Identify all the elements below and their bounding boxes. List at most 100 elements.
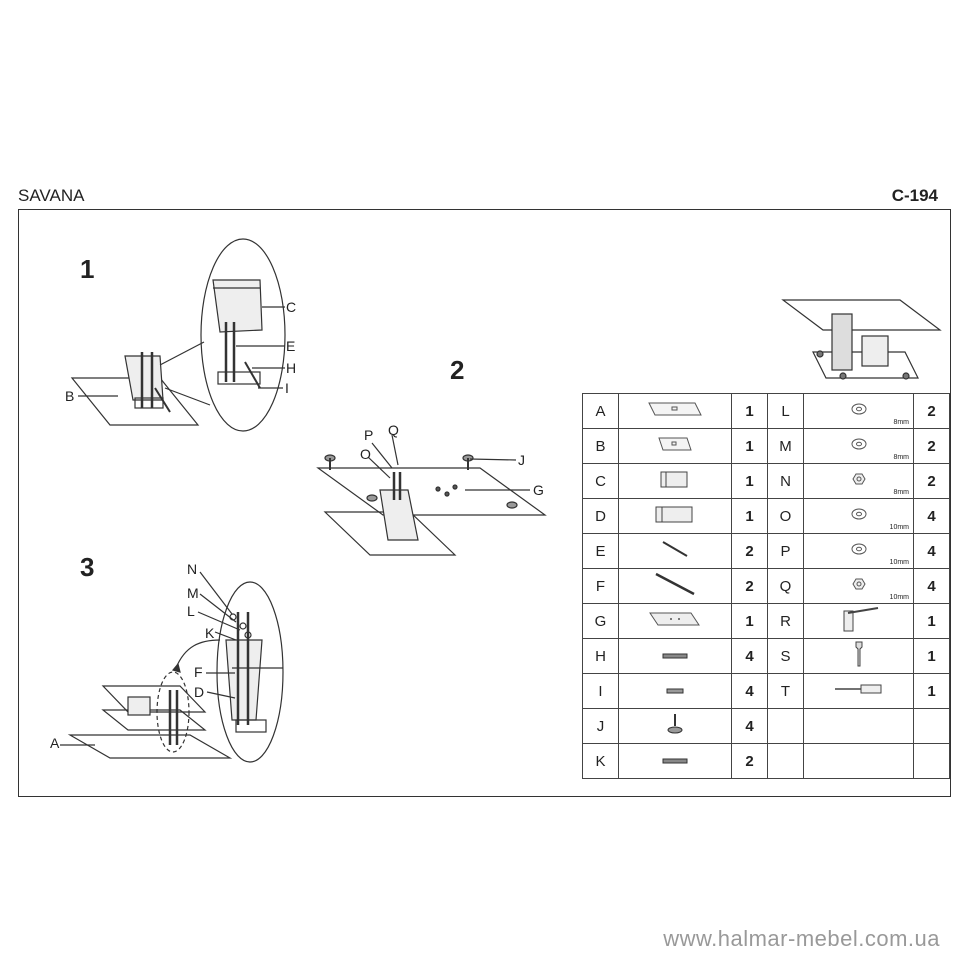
part-quantity: 4 xyxy=(731,673,768,709)
screwdriver-icon xyxy=(831,683,887,700)
part-image: 8mm xyxy=(803,393,914,429)
part-quantity: 4 xyxy=(913,498,950,534)
part-size: 10mm xyxy=(889,524,909,531)
callout-a: A xyxy=(50,735,60,751)
step2-illustration xyxy=(316,434,547,556)
part-letter: N xyxy=(767,463,804,499)
callout-f: F xyxy=(194,664,203,680)
washer-icon xyxy=(849,508,869,525)
part-image xyxy=(618,673,732,709)
part-quantity: 1 xyxy=(913,603,950,639)
part-letter: I xyxy=(582,673,619,709)
part-quantity: 2 xyxy=(913,428,950,464)
foot-icon xyxy=(664,714,686,740)
finished-table-illustration xyxy=(781,299,942,380)
part-letter: Q xyxy=(767,568,804,604)
callout-q: Q xyxy=(388,422,399,438)
part-quantity: 4 xyxy=(731,708,768,744)
part-letter: T xyxy=(767,673,804,709)
part-quantity: 2 xyxy=(731,743,768,779)
part-image: 10mm xyxy=(803,533,914,569)
part-image: 8mm xyxy=(803,463,914,499)
part-quantity: 2 xyxy=(913,393,950,429)
part-letter: O xyxy=(767,498,804,534)
part-image xyxy=(618,568,732,604)
rod-icon xyxy=(655,541,695,563)
part-letter: B xyxy=(582,428,619,464)
part-letter: A xyxy=(582,393,619,429)
part-image xyxy=(618,533,732,569)
part-size: 8mm xyxy=(893,489,909,496)
washer-icon xyxy=(849,543,869,560)
part-letter: K xyxy=(582,743,619,779)
callout-i: I xyxy=(285,380,289,396)
glass-top-icon xyxy=(647,612,703,632)
callout-c: C xyxy=(286,299,297,315)
part-quantity: 2 xyxy=(913,463,950,499)
empty-cell xyxy=(767,743,804,779)
part-letter: M xyxy=(767,428,804,464)
part-image xyxy=(618,708,732,744)
part-image xyxy=(618,393,732,429)
step1-illustration xyxy=(70,238,286,432)
part-size: 8mm xyxy=(893,419,909,426)
callout-j: J xyxy=(518,452,525,468)
callout-k: K xyxy=(205,625,215,641)
part-letter: H xyxy=(582,638,619,674)
part-letter: S xyxy=(767,638,804,674)
part-image: 10mm xyxy=(803,498,914,534)
empty-cell xyxy=(803,708,914,744)
glass-panel-small-icon xyxy=(655,437,695,456)
part-quantity: 1 xyxy=(913,673,950,709)
part-image xyxy=(803,673,914,709)
long-rod-icon xyxy=(650,572,700,601)
part-image xyxy=(618,603,732,639)
part-quantity: 1 xyxy=(731,393,768,429)
model-name: SAVANA xyxy=(18,186,85,205)
callout-b: B xyxy=(65,388,75,404)
model-code: C-194 xyxy=(891,186,938,205)
screw-icon xyxy=(663,683,687,700)
part-quantity: 1 xyxy=(731,603,768,639)
instruction-frame xyxy=(18,209,951,797)
callout-o: O xyxy=(360,446,371,462)
callout-m: M xyxy=(187,585,199,601)
part-letter: R xyxy=(767,603,804,639)
bolt-icon xyxy=(660,753,690,770)
block-icon xyxy=(657,471,693,494)
part-image: 8mm xyxy=(803,428,914,464)
part-image xyxy=(803,638,914,674)
part-quantity: 2 xyxy=(731,533,768,569)
part-image xyxy=(618,638,732,674)
glass-panel-icon xyxy=(645,402,705,421)
step-1-number: 1 xyxy=(80,254,95,284)
bolt-icon xyxy=(660,648,690,665)
part-image xyxy=(618,498,732,534)
empty-cell xyxy=(913,743,950,779)
part-quantity: 4 xyxy=(731,638,768,674)
part-quantity: 1 xyxy=(731,498,768,534)
callout-l: L xyxy=(187,603,195,619)
step-2-number: 2 xyxy=(450,355,465,385)
nut-icon xyxy=(849,473,869,490)
part-image xyxy=(618,463,732,499)
long-block-icon xyxy=(652,506,698,529)
part-image xyxy=(803,603,914,639)
part-letter: P xyxy=(767,533,804,569)
callout-e: E xyxy=(286,338,296,354)
callout-h: H xyxy=(286,360,297,376)
callout-d: D xyxy=(194,684,205,700)
part-quantity: 2 xyxy=(731,568,768,604)
part-size: 10mm xyxy=(889,594,909,601)
part-image xyxy=(618,428,732,464)
